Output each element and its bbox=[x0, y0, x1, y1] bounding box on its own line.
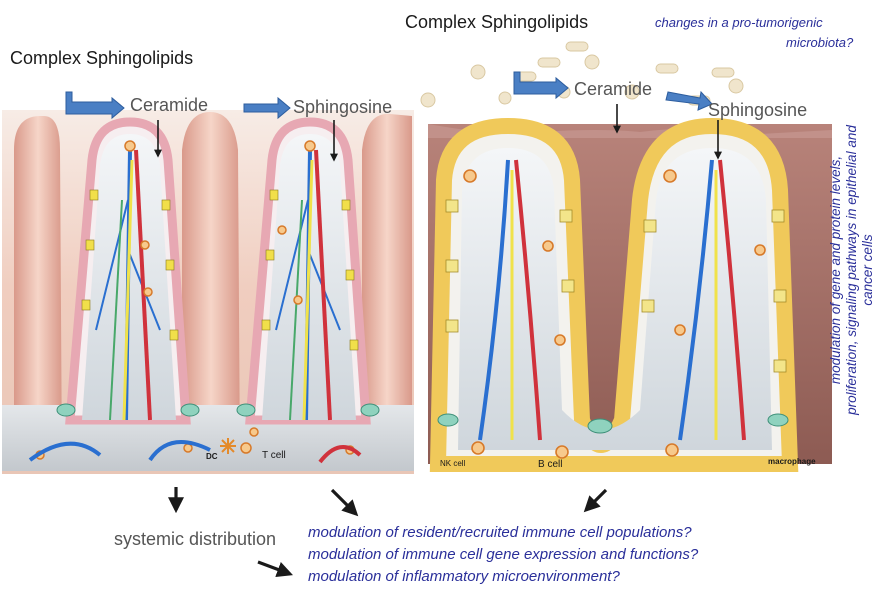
left-sphingosine-label: Sphingosine bbox=[293, 97, 392, 118]
right-complex-sphingolipids-title: Complex Sphingolipids bbox=[405, 12, 588, 33]
left-tissue-panel bbox=[2, 110, 414, 474]
dendritic-cell bbox=[220, 438, 236, 454]
question-immune-populations: modulation of resident/recruited immune … bbox=[308, 524, 692, 541]
microbiota-question-line-1: changes in a pro-tumorigenic bbox=[655, 15, 823, 30]
t-cell-label: T cell bbox=[262, 450, 286, 461]
dc-label: DC bbox=[206, 452, 218, 461]
microbiota-question-line-2: microbiota? bbox=[786, 35, 853, 50]
right-tissue-panel bbox=[428, 124, 832, 464]
nk-cell-label: NK cell bbox=[440, 459, 465, 468]
b-cell-label: B cell bbox=[538, 459, 562, 470]
question-immune-gene-expression: modulation of immune cell gene expressio… bbox=[308, 546, 698, 563]
left-complex-sphingolipids-title: Complex Sphingolipids bbox=[10, 48, 193, 69]
right-ceramide-label: Ceramide bbox=[574, 79, 652, 100]
question-inflammatory-microenvironment: modulation of inflammatory microenvironm… bbox=[308, 568, 620, 585]
systemic-distribution-label: systemic distribution bbox=[114, 529, 276, 550]
villus-left-1 bbox=[70, 122, 186, 420]
right-sphingosine-label: Sphingosine bbox=[708, 100, 807, 121]
side-annotation: modulation of gene and protein levels, p… bbox=[828, 120, 876, 420]
left-ceramide-label: Ceramide bbox=[130, 95, 208, 116]
macrophage-label: macrophage bbox=[768, 457, 816, 466]
